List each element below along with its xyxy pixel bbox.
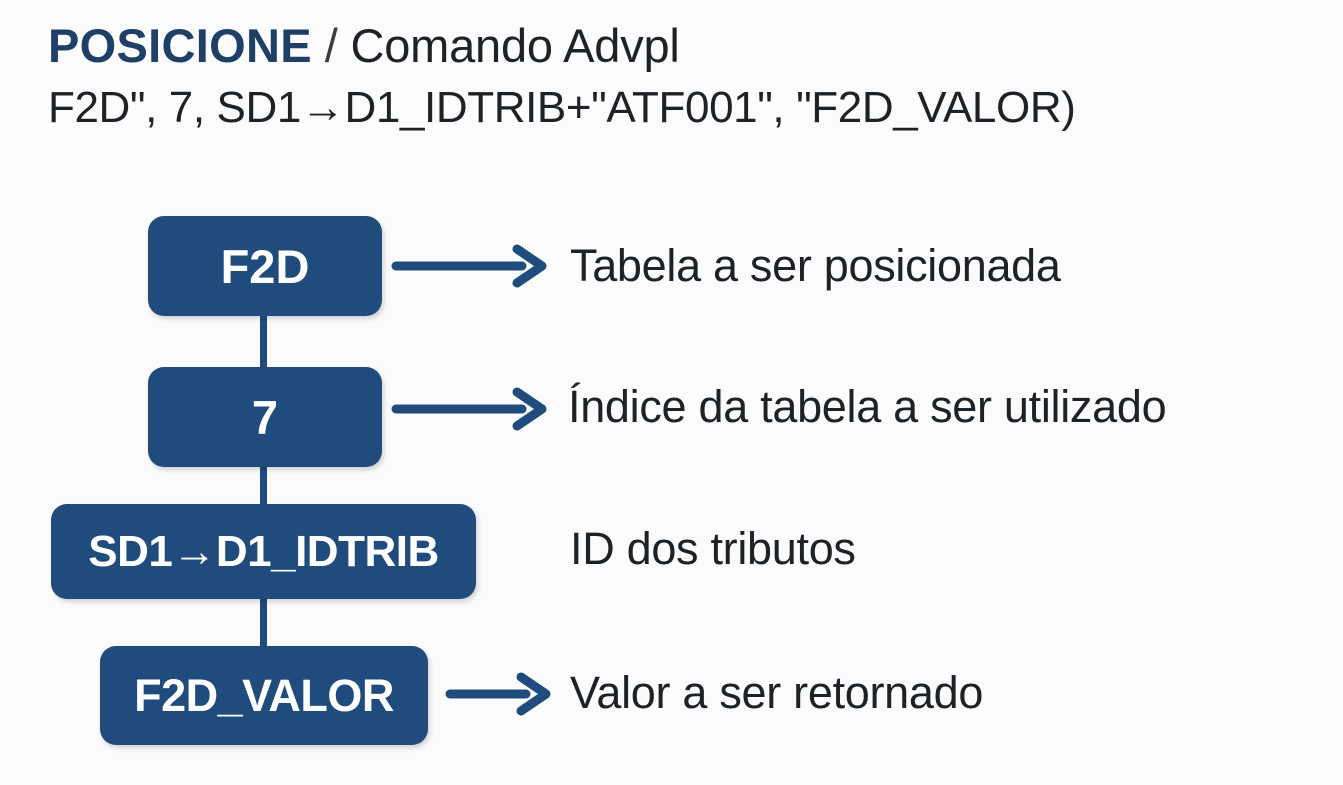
- code-signature-line: F2D", 7, SD1→D1_IDTRIB+"ATF001", "F2D_VA…: [48, 83, 1076, 132]
- vertical-connector: [260, 590, 267, 656]
- node-f2d[interactable]: F2D: [148, 216, 382, 316]
- arrow-right-icon: [391, 387, 547, 431]
- page-title-command: POSICIONE: [48, 19, 312, 72]
- description-text: ID dos tributos: [570, 523, 856, 574]
- node-label: F2D_VALOR: [134, 670, 394, 721]
- node-index[interactable]: 7: [148, 367, 382, 467]
- page-title-separator: /: [324, 19, 338, 72]
- vertical-connector: [260, 307, 267, 377]
- description-text: Índice da tabela a ser utilizado: [568, 381, 1167, 432]
- vertical-connector: [260, 458, 267, 514]
- arrow-right-icon: [445, 672, 551, 716]
- page-title: POSICIONE / Comando Advpl: [48, 14, 1318, 77]
- node-sd1-d1-idtrib[interactable]: SD1→D1_IDTRIB: [51, 504, 476, 599]
- header-block: POSICIONE / Comando Advpl F2D", 7, SD1→D…: [48, 14, 1318, 139]
- page-title-subtitle: Comando Advpl: [350, 19, 680, 72]
- arrow-right-icon: [391, 244, 547, 288]
- node-label: F2D: [220, 239, 310, 293]
- node-f2d-valor[interactable]: F2D_VALOR: [100, 646, 428, 745]
- description-text: Tabela a ser posicionada: [570, 240, 1061, 291]
- node-label: 7: [251, 390, 279, 444]
- node-label: SD1→D1_IDTRIB: [88, 526, 439, 576]
- description-text: Valor a ser retornado: [570, 667, 984, 718]
